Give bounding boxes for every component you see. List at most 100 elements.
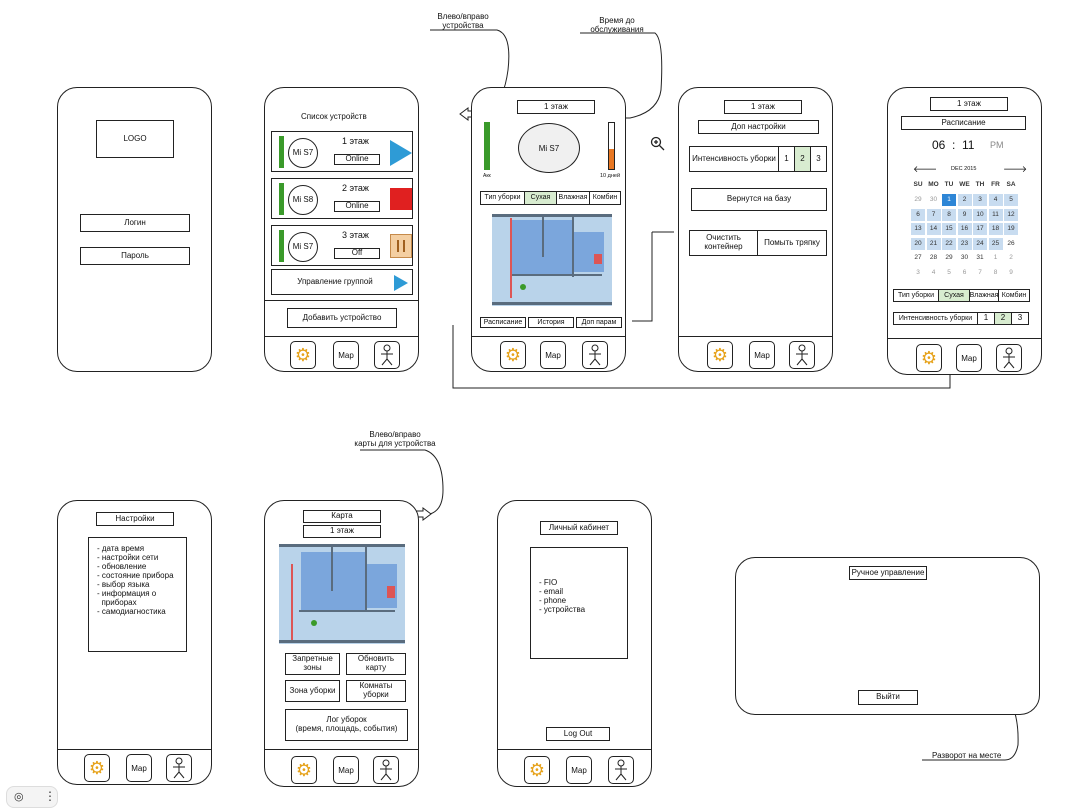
calendar-day[interactable]: 20 [911, 237, 925, 250]
calendar-day[interactable]: 3 [916, 268, 920, 276]
calendar-day[interactable]: 13 [911, 223, 925, 235]
intensity-level-1[interactable]: 1 [778, 146, 795, 172]
calendar-day[interactable]: 8 [942, 208, 956, 221]
calendar-day[interactable]: 2 [957, 194, 972, 206]
pause-icon[interactable] [390, 234, 412, 258]
floor-map[interactable] [279, 544, 405, 644]
calendar-day[interactable]: 23 [957, 237, 972, 250]
cleaning-zone-button[interactable]: Зона уборки [285, 680, 340, 702]
clean-container-button[interactable]: Очистить контейнер [689, 230, 758, 256]
calendar-day[interactable]: 15 [942, 223, 956, 235]
wash-rag-button[interactable]: Помыть тряпку [757, 230, 827, 256]
floor-map[interactable] [492, 214, 612, 306]
more-vertical-icon[interactable]: ⋮ [44, 789, 56, 803]
mode-wet-button[interactable]: Влажная [556, 191, 590, 205]
time-minute[interactable]: 11 [962, 138, 975, 152]
settings-nav-button[interactable]: ⚙ [707, 341, 733, 369]
calendar-next-icon[interactable]: 🡒 [1003, 164, 1028, 174]
intensity-level-3[interactable]: 3 [1011, 312, 1029, 325]
settings-nav-button[interactable]: ⚙ [500, 341, 526, 369]
extra-params-button[interactable]: Доп парам [576, 317, 622, 328]
calendar-day[interactable]: 2 [1009, 254, 1013, 261]
history-button[interactable]: История [528, 317, 574, 328]
intensity-level-1[interactable]: 1 [977, 312, 995, 325]
calendar-day[interactable]: 29 [945, 254, 953, 261]
calendar-day[interactable]: 5 [947, 268, 951, 276]
calendar-day[interactable]: 27 [914, 254, 922, 261]
profile-nav-button[interactable] [789, 341, 815, 369]
left-right-arrow-icon[interactable] [934, 598, 1010, 642]
update-map-button[interactable]: Обновить карту [346, 653, 406, 675]
calendar-day[interactable]: 29 [914, 196, 922, 203]
password-field[interactable]: Пароль [80, 247, 190, 265]
calendar-day[interactable]: 6 [911, 208, 925, 221]
profile-nav-button[interactable] [166, 754, 192, 782]
profile-nav-button[interactable] [373, 756, 399, 784]
map-nav-button[interactable]: Map [540, 341, 566, 369]
calendar-day[interactable]: 12 [1004, 208, 1018, 221]
play-icon[interactable] [390, 140, 412, 166]
settings-item[interactable]: - информация о [97, 589, 157, 598]
zoom-in-icon[interactable] [650, 136, 666, 152]
calendar-day[interactable]: 1 [942, 194, 956, 206]
device-card[interactable]: Mi S7 1 этаж Online [271, 131, 413, 172]
calendar-prev-icon[interactable]: 🡐 [913, 164, 938, 174]
login-field[interactable]: Логин [80, 214, 190, 232]
calendar-day[interactable]: 16 [957, 223, 972, 235]
exit-button[interactable]: Выйти [858, 690, 918, 705]
calendar-day[interactable]: 30 [960, 254, 969, 261]
calendar-day[interactable]: 4 [931, 268, 936, 276]
calendar-day[interactable]: 10 [973, 208, 987, 221]
floor-selector[interactable]: 1 этаж [303, 525, 381, 538]
logout-button[interactable]: Log Out [546, 727, 610, 741]
intensity-level-3[interactable]: 3 [810, 146, 827, 172]
calendar-day[interactable]: 14 [926, 223, 941, 235]
calendar-day[interactable]: 22 [942, 237, 956, 250]
map-nav-button[interactable]: Map [126, 754, 152, 782]
time-ampm[interactable]: PM [990, 140, 1004, 150]
mode-dry-button[interactable]: Сухая [938, 289, 970, 302]
lens-icon[interactable]: ◎ [14, 791, 24, 803]
intensity-level-2[interactable]: 2 [994, 312, 1012, 325]
settings-item[interactable]: - выбор языка [97, 580, 150, 589]
settings-item[interactable]: приборах [97, 598, 137, 607]
floor-selector[interactable]: 1 этаж [930, 97, 1008, 111]
cleaning-log-button[interactable]: Лог уборок (время, площадь, события) [285, 709, 408, 741]
profile-nav-button[interactable] [582, 341, 608, 369]
calendar-day[interactable]: 8 [993, 268, 998, 276]
calendar-day[interactable]: 11 [988, 208, 1003, 221]
calendar-day[interactable]: 21 [926, 237, 941, 250]
device-card[interactable]: Mi S8 2 этаж Online [271, 178, 413, 219]
settings-item[interactable]: - дата время [97, 544, 145, 553]
mode-combo-button[interactable]: Комбин [998, 289, 1030, 302]
profile-nav-button[interactable] [996, 344, 1022, 372]
calendar-day[interactable]: 5 [1004, 194, 1018, 206]
calendar-day[interactable]: 19 [1004, 223, 1018, 235]
time-hour[interactable]: 06 [932, 138, 946, 152]
intensity-level-2[interactable]: 2 [794, 146, 811, 172]
forward-backward-arrow-icon[interactable] [768, 600, 810, 678]
settings-nav-button[interactable]: ⚙ [291, 756, 317, 784]
settings-nav-button[interactable]: ⚙ [84, 754, 110, 782]
calendar-day[interactable]: 3 [973, 194, 987, 206]
settings-nav-button[interactable]: ⚙ [916, 344, 942, 372]
map-nav-button[interactable]: Map [333, 341, 359, 369]
map-nav-button[interactable]: Map [749, 341, 775, 369]
mode-wet-button[interactable]: Влажная [969, 289, 999, 302]
rooms-button[interactable]: Комнаты уборки [346, 680, 406, 702]
floor-selector[interactable]: 1 этаж [517, 100, 595, 114]
mode-combo-button[interactable]: Комбин [589, 191, 621, 205]
calendar-day[interactable]: 9 [957, 208, 972, 221]
calendar-day[interactable]: 9 [1009, 268, 1013, 276]
play-icon[interactable] [394, 275, 408, 291]
calendar-day[interactable]: 18 [988, 223, 1003, 235]
calendar-day[interactable]: 30 [929, 196, 938, 203]
calendar-day[interactable]: 26 [1007, 239, 1015, 247]
return-to-base-button[interactable]: Вернутся на базу [691, 188, 827, 211]
calendar-day[interactable]: 1 [993, 254, 998, 261]
calendar-day[interactable]: 7 [978, 268, 982, 276]
calendar-day[interactable]: 6 [962, 268, 967, 276]
calendar-day[interactable]: 4 [988, 194, 1003, 206]
mode-dry-button[interactable]: Сухая [524, 191, 557, 205]
floor-selector[interactable]: 1 этаж [724, 100, 802, 114]
